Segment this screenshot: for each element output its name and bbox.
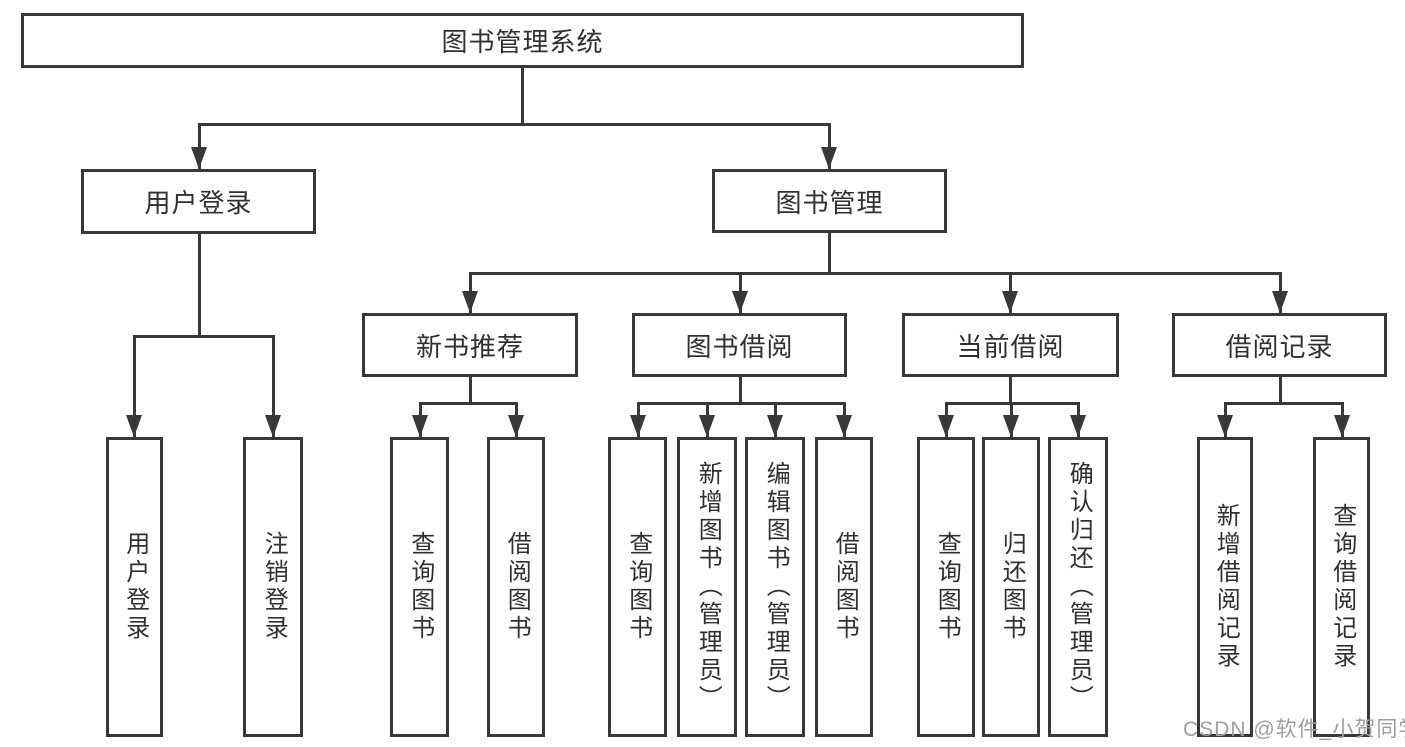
connector-line [827,124,831,169]
connector-line [468,271,1282,275]
leaf-return-books: 归还图书 [982,437,1040,737]
arrowhead-down-icon [732,291,748,313]
leaf-label: 编辑图书（管理员） [762,461,790,713]
node-label: 当前借阅 [956,331,1065,362]
leaf-label: 借阅图书 [831,531,859,643]
connector-line [1223,401,1344,405]
leaf-label: 新增图书（管理员） [694,461,722,713]
node-label: 用户登录 [144,188,253,218]
node-borrow-records: 借阅记录 [1172,313,1387,377]
leaf-add-books-admin: 新增图书（管理员） [677,437,737,737]
leaf-query-borrow-record: 查询借阅记录 [1313,437,1370,737]
arrowhead-down-icon [508,415,524,437]
node-new-book-recommend: 新书推荐 [362,313,578,377]
arrowhead-down-icon [462,291,478,313]
node-root-library-system: 图书管理系统 [21,13,1024,68]
connector-line [418,401,518,405]
leaf-borrow-books-recommend: 借阅图书 [487,437,545,737]
arrowhead-down-icon [1272,291,1288,313]
connector-line [827,233,831,273]
connector-line [197,234,201,336]
leaf-label: 确认归还（管理员） [1065,461,1093,713]
leaf-query-books-current: 查询图书 [917,437,975,737]
leaf-label: 查询图书 [406,531,434,643]
node-label: 借阅记录 [1225,331,1334,362]
leaf-label: 查询借阅记录 [1328,503,1356,671]
connector-line [468,377,472,403]
leaf-label: 新增借阅记录 [1212,503,1240,671]
leaf-label: 用户登录 [121,531,149,643]
arrowhead-down-icon [412,415,428,437]
leaf-edit-books-admin: 编辑图书（管理员） [745,437,805,737]
node-user-login: 用户登录 [81,169,316,234]
arrowhead-down-icon [1334,415,1350,437]
leaf-label: 注销登录 [260,531,288,643]
arrowhead-down-icon [1002,291,1018,313]
arrowhead-down-icon [265,415,281,437]
leaf-logout: 注销登录 [243,437,303,737]
arrowhead-down-icon [821,147,837,169]
node-label: 图书管理系统 [441,27,604,57]
leaf-query-books-recommend: 查询图书 [390,437,449,737]
connector-line [197,122,831,126]
node-label: 图书借阅 [685,331,794,362]
connector-line [1278,377,1282,403]
leaf-label: 归还图书 [998,531,1026,643]
connector-line [636,401,846,405]
connector-line [197,124,201,169]
leaf-label: 借阅图书 [503,531,531,643]
leaf-label: 查询图书 [624,531,652,643]
leaf-label: 查询图书 [933,531,961,643]
arrowhead-down-icon [938,415,954,437]
leaf-add-borrow-record: 新增借阅记录 [1197,437,1253,737]
node-current-borrow: 当前借阅 [902,313,1119,377]
leaf-query-books-borrow: 查询图书 [608,437,667,737]
arrowhead-down-icon [836,415,852,437]
connector-line [1008,377,1012,403]
connector-line [132,336,136,437]
arrowhead-down-icon [699,415,715,437]
node-book-borrow: 图书借阅 [632,313,847,377]
leaf-confirm-return-admin: 确认归还（管理员） [1048,437,1108,737]
csdn-watermark: CSDN @软件_小贺同学 [1183,718,1405,741]
node-label: 新书推荐 [415,331,524,362]
connector-line [738,377,742,403]
node-label: 图书管理 [775,187,884,218]
connector-line [132,334,275,338]
leaf-borrow-books: 借阅图书 [815,437,873,737]
leaf-user-login: 用户登录 [106,437,163,737]
arrowhead-down-icon [767,415,783,437]
arrowhead-down-icon [1217,415,1233,437]
arrowhead-down-icon [630,415,646,437]
arrowhead-down-icon [1003,415,1019,437]
connector-line [271,336,275,437]
arrowhead-down-icon [126,415,142,437]
arrowhead-down-icon [191,147,207,169]
connector-line [520,68,524,124]
node-book-management: 图书管理 [712,169,947,233]
arrowhead-down-icon [1070,415,1086,437]
